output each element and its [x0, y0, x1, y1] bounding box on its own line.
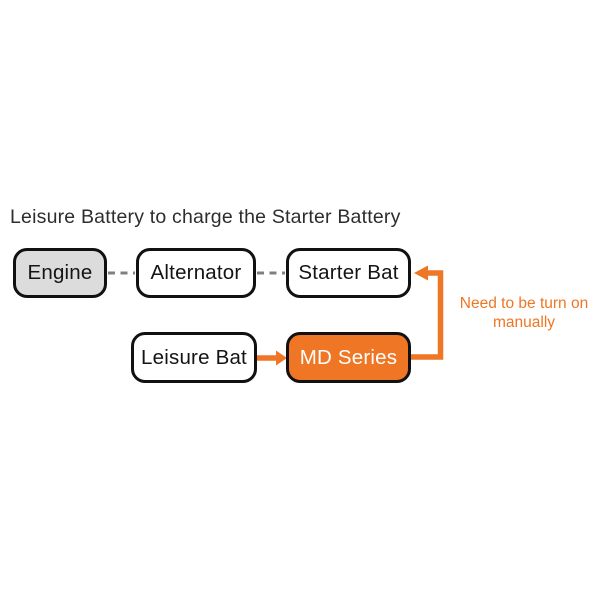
arrow-md-series-to-starter-bat — [411, 265, 444, 360]
arrowhead-left-icon — [414, 265, 428, 281]
annotation-line-2: manually — [492, 313, 556, 331]
node-alternator: Alternator — [136, 248, 256, 298]
arrow-leisure-bat-to-md-series — [257, 350, 287, 366]
node-leisure-bat: Leisure Bat — [131, 332, 257, 383]
diagram-title: Leisure Battery to charge the Starter Ba… — [10, 206, 401, 228]
annotation-line-1: Need to be turn on — [459, 295, 589, 312]
annotation-note: Need to be turn on manually — [446, 295, 600, 332]
arrow-elbow-shaft — [411, 270, 444, 360]
node-starter-bat: Starter Bat — [286, 248, 411, 298]
node-engine: Engine — [13, 248, 107, 298]
node-md-series: MD Series — [286, 332, 411, 383]
